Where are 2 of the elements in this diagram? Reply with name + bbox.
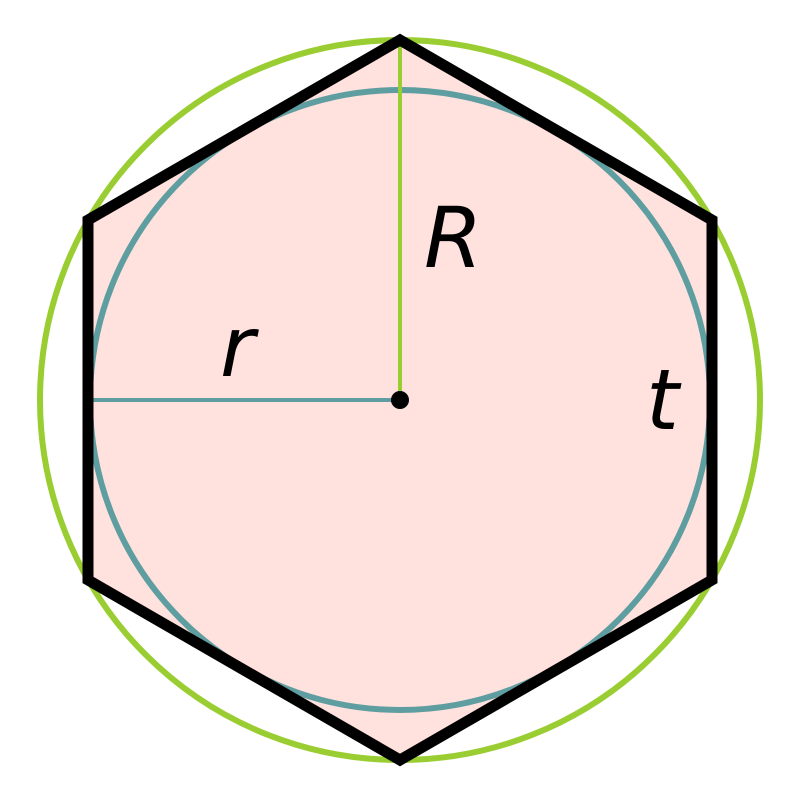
variable-label: R: [424, 196, 482, 280]
variable-label: t: [646, 358, 679, 442]
